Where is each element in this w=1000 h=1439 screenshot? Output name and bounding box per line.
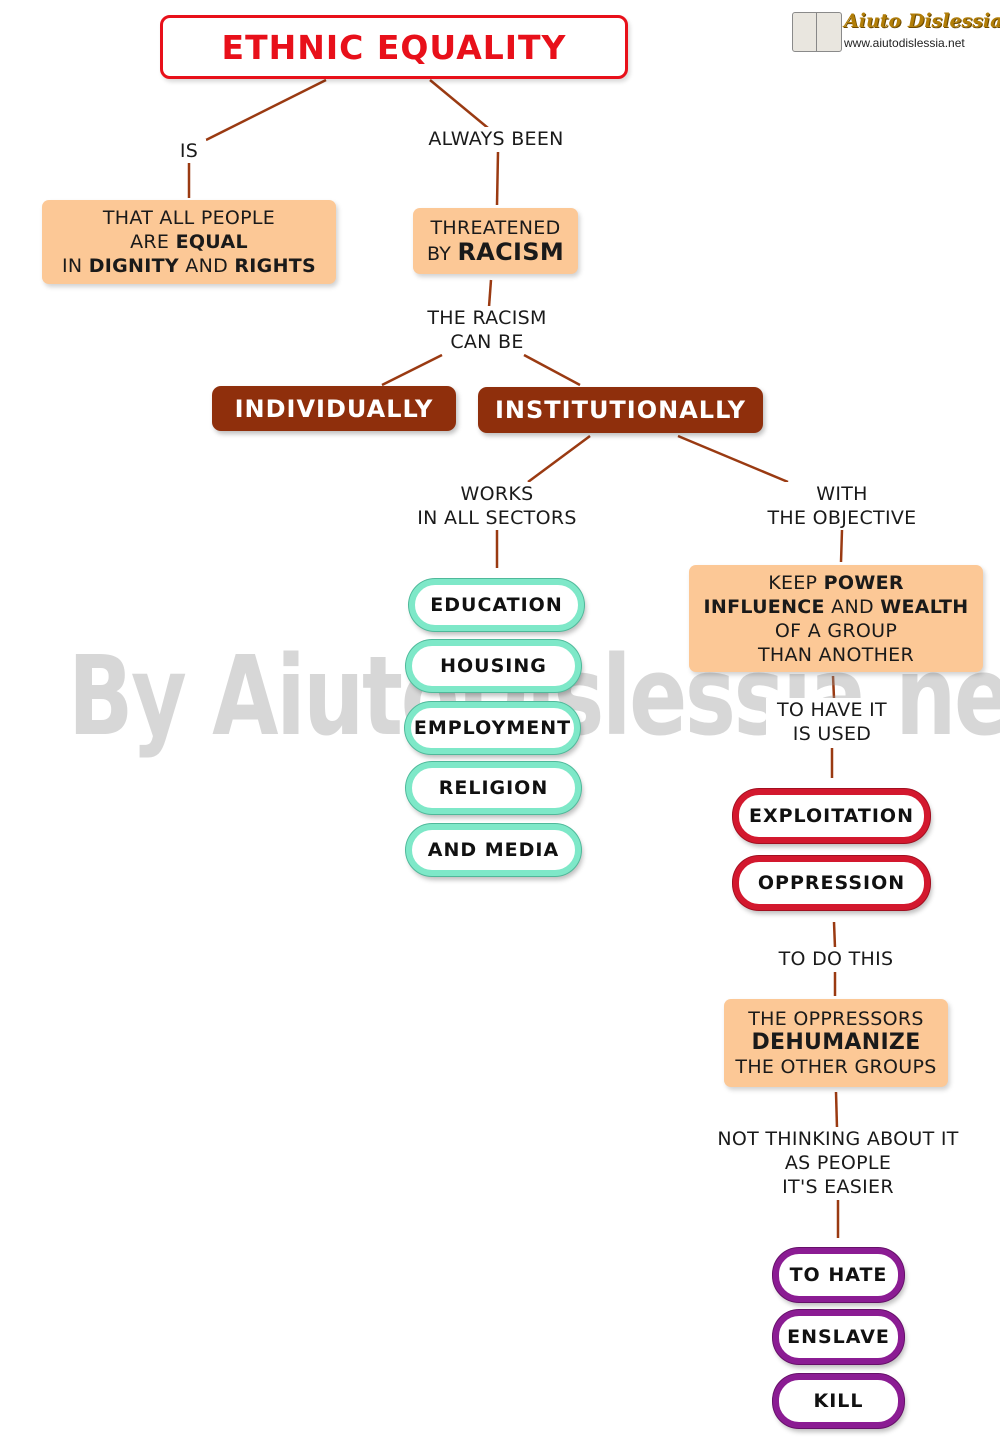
sector-and-media: AND MEDIA [406,824,581,876]
concept-threat-line1: THREATENED [430,217,561,239]
sector-housing: HOUSING [406,640,581,692]
outcome-to-hate: TO HATE [773,1248,904,1302]
link-is: IS [172,139,206,163]
link-works-line2: IN ALL SECTORS [417,507,577,529]
outcome-kill: KILL [773,1374,904,1428]
concept-objective-line3: OF A GROUP [774,619,898,642]
link-not-thinking: NOT THINKING ABOUT IT AS PEOPLE IT'S EAS… [706,1127,970,1199]
site-logo: Aiuto Dislessia www.aiutodislessia.net [792,10,1000,54]
concept-dehumanize-line1: THE OPPRESSORS [748,1008,924,1030]
concept-dehumanize-line2: DEHUMANIZE [751,1030,921,1055]
concept-institutionally: INSTITUTIONALLY [478,387,763,433]
link-racism-can-be-line1: THE RACISM [427,307,547,329]
concept-equal-line3: IN DIGNITY AND RIGHTS [61,255,317,277]
logo-name: Aiuto Dislessia [844,10,1000,32]
concept-dehumanize: THE OPPRESSORS DEHUMANIZE THE OTHER GROU… [724,999,948,1087]
concept-individually: INDIVIDUALLY [212,386,456,431]
link-works-in-all-sectors: WORKS IN ALL SECTORS [410,482,584,530]
link-to-have-it: TO HAVE IT IS USED [766,698,898,746]
concept-all-people-equal: THAT ALL PEOPLE ARE EQUAL IN DIGNITY AND… [42,200,336,284]
concept-threatened-by-racism: THREATENED BY RACISM [413,208,578,274]
link-racism-can-be-line2: CAN BE [450,331,524,353]
link-to-do-this: TO DO THIS [770,947,902,971]
concept-keep-power: KEEP POWER INFLUENCE AND WEALTH OF A GRO… [689,565,983,672]
means-oppression: OPPRESSION [733,856,930,910]
link-to-have-it-line2: IS USED [792,723,872,745]
concept-objective-line1: KEEP POWER [768,571,904,594]
link-not-thinking-line3: IT'S EASIER [782,1176,894,1198]
concept-objective-line4: THAN ANOTHER [757,643,914,666]
link-works-line1: WORKS [460,483,534,505]
logo-url: www.aiutodislessia.net [844,36,965,50]
sector-education: EDUCATION [409,579,584,631]
link-to-have-it-line1: TO HAVE IT [777,699,887,721]
map-title: ETHNIC EQUALITY [160,15,628,79]
means-exploitation: EXPLOITATION [733,789,930,843]
link-objective-line1: WITH [816,483,868,505]
link-not-thinking-line1: NOT THINKING ABOUT IT [717,1128,959,1150]
concept-equal-line1: THAT ALL PEOPLE [102,207,276,229]
sector-employment: EMPLOYMENT [405,702,580,754]
concept-equal-line2: ARE EQUAL [130,231,248,253]
book-icon [792,12,842,52]
concept-dehumanize-line3: THE OTHER GROUPS [735,1056,937,1078]
link-with-the-objective: WITH THE OBJECTIVE [760,482,924,530]
sector-religion: RELIGION [406,762,581,814]
link-racism-can-be: THE RACISM CAN BE [414,306,560,354]
concept-objective-line2: INFLUENCE AND WEALTH [703,595,969,618]
link-always-been: ALWAYS BEEN [420,127,572,151]
link-not-thinking-line2: AS PEOPLE [784,1152,892,1174]
outcome-enslave: ENSLAVE [773,1310,904,1364]
concept-threat-line2: BY RACISM [426,238,565,266]
link-objective-line2: THE OBJECTIVE [767,507,917,529]
